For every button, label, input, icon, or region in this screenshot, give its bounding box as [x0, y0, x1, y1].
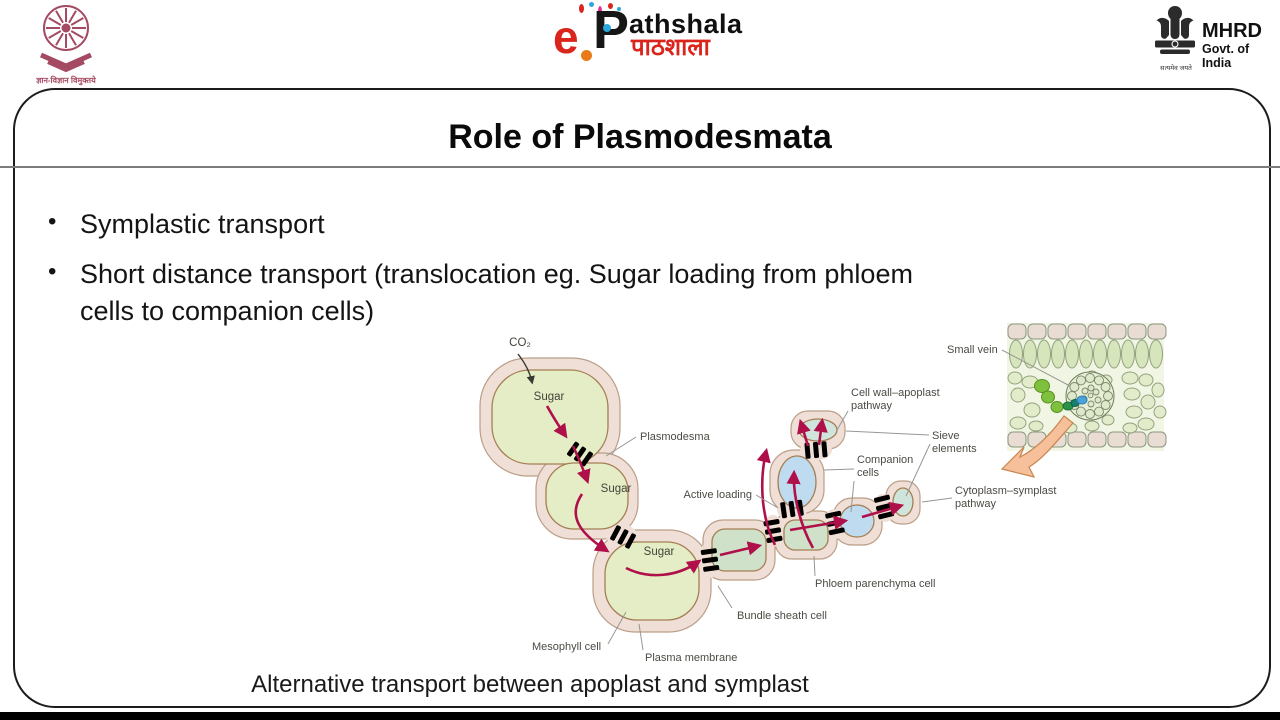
cell-interiors	[491, 369, 914, 621]
epathshala-p-glyph: P	[593, 0, 630, 60]
confetti-icon	[589, 2, 594, 7]
bullet-list: Symplastic transport Short distance tran…	[38, 206, 963, 343]
mesophyll-cell-3	[604, 541, 700, 621]
label-pointer-lines	[605, 349, 1071, 651]
epathshala-logo: e P athshala पाठशाला	[553, 2, 763, 66]
label-co2: CO₂	[509, 337, 531, 349]
confetti-icon	[598, 6, 602, 15]
label-bundle-sheath: Bundle sheath cell	[737, 610, 827, 622]
label-cytoplasm-pathway: Cytoplasm–symplast	[955, 485, 1056, 497]
small-vein	[1065, 371, 1115, 421]
orange-dot-icon	[581, 50, 592, 61]
ugc-motto-text: ज्ञान-विज्ञान विमुक्तये	[36, 76, 96, 85]
label-mesophyll: Mesophyll cell	[532, 641, 601, 653]
label-sugar-1: Sugar	[534, 391, 565, 403]
diagram-labels: CO₂ Sugar Sugar Sugar Plasmodesma Active…	[509, 337, 1056, 664]
svg-text:pathway: pathway	[955, 498, 996, 510]
label-sugar-3: Sugar	[644, 546, 675, 558]
mhrd-title: MHRD	[1202, 19, 1262, 42]
highlighted-loading-path	[1034, 379, 1088, 413]
india-emblem-icon	[1155, 6, 1195, 54]
transport-diagram: CO₂ Sugar Sugar Sugar Plasmodesma Active…	[479, 323, 1167, 664]
label-small-vein: Small vein	[947, 344, 998, 356]
epidermis-cells	[1007, 323, 1167, 448]
header-bar: ज्ञान-विज्ञान विमुक्तये e P athshala पाठ…	[0, 0, 1280, 88]
page-title: Role of Plasmodesmata	[448, 118, 832, 156]
label-sugar-2: Sugar	[601, 483, 632, 495]
confetti-icon	[617, 7, 621, 11]
palisade-cells	[1009, 339, 1163, 369]
figure-caption: Alternative transport between apoplast a…	[251, 671, 809, 698]
bullet-item: Short distance transport (translocation …	[38, 256, 963, 330]
mesophyll-cell-1	[491, 369, 609, 465]
epathshala-e-glyph: e	[553, 11, 579, 63]
mhrd-subtitle: Govt. of India	[1202, 41, 1250, 70]
svg-text:elements: elements	[932, 443, 977, 455]
bottom-bar	[0, 712, 1280, 720]
confetti-icon	[608, 3, 613, 9]
label-active-loading: Active loading	[684, 489, 753, 501]
blue-dot-icon	[603, 24, 611, 32]
ugc-emblem-icon	[39, 5, 93, 73]
leaf-section-inset	[1000, 323, 1167, 478]
bullet-item: Symplastic transport	[38, 206, 963, 243]
transport-arrows	[517, 353, 905, 577]
epathshala-wordmark: athshala	[629, 9, 743, 39]
companion-cell-lower	[839, 504, 875, 538]
ugc-logo: ज्ञान-विज्ञान विमुक्तये	[8, 2, 124, 86]
confetti-icon	[579, 4, 584, 13]
epathshala-hindi-wordmark: पाठशाला	[631, 34, 710, 61]
label-sieve-elements: Sieve	[932, 430, 960, 442]
title-divider	[0, 166, 1280, 168]
mesophyll-cell-2	[545, 462, 629, 530]
zoom-arrow	[1000, 415, 1074, 478]
label-cell-wall-pathway: Cell wall–apoplast	[851, 387, 940, 399]
emblem-motto-text: सत्यमेव जयते	[1160, 65, 1192, 72]
sieve-element-right	[892, 487, 914, 517]
label-phloem-parenchyma: Phloem parenchyma cell	[815, 578, 935, 590]
svg-text:pathway: pathway	[851, 400, 892, 412]
diagram-container: CO₂ Sugar Sugar Sugar Plasmodesma Active…	[430, 320, 1170, 670]
mhrd-logo: सत्यमेव जयते MHRD Govt. of India	[1152, 4, 1278, 72]
svg-text:cells: cells	[857, 467, 880, 479]
label-plasma-membrane: Plasma membrane	[645, 652, 737, 664]
label-companion-cells: Companion	[857, 454, 913, 466]
label-plasmodesma: Plasmodesma	[640, 431, 711, 443]
